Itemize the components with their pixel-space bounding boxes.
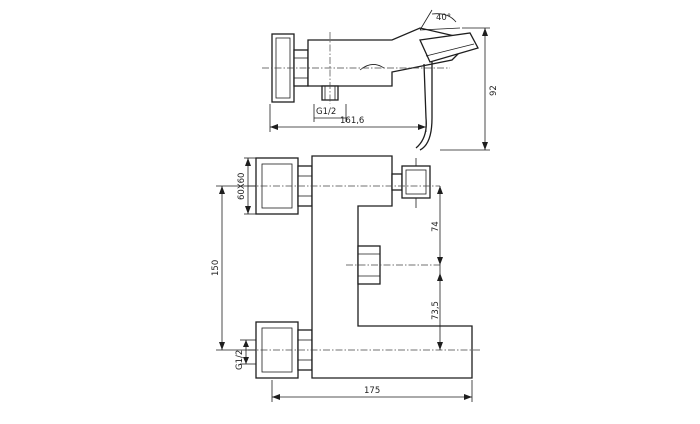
upper-74-label: 74: [431, 221, 441, 232]
top-lever: [419, 32, 479, 63]
height-92-label: 92: [489, 85, 499, 96]
front-body: [311, 155, 473, 379]
width-175-label: 175: [364, 386, 380, 396]
lower-73-label: 73,5: [431, 301, 441, 320]
front-view: 60X60 150 G1/2 74 73,5 175: [211, 155, 480, 402]
diverter-stem: [391, 173, 403, 191]
top-lever-profile: [415, 63, 427, 149]
angle-label: 40°: [436, 13, 451, 23]
top-thread-label: G1/2: [316, 107, 336, 117]
top-view: 40° 92 G1/2 161,6: [262, 9, 499, 151]
centers-150-label: 150: [211, 260, 221, 276]
front-thread-label: G1/2: [235, 350, 245, 370]
width-161-label: 161,6: [340, 116, 364, 126]
